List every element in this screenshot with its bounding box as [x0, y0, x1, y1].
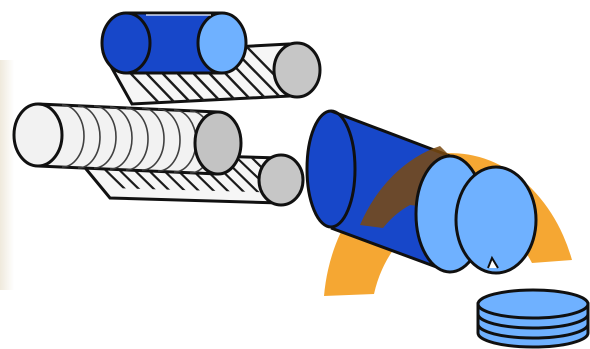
cut-roll	[305, 109, 538, 275]
lower-belt-pulley	[257, 153, 305, 207]
feed-roll-top	[100, 11, 248, 75]
disc-stack	[476, 288, 590, 349]
edge-shadow	[0, 60, 14, 290]
rolled-log	[12, 102, 243, 176]
arc-shadow-overlap	[360, 146, 450, 228]
cut-roll-front-face	[454, 165, 538, 275]
top-disc	[476, 288, 590, 320]
log-segment-lines	[61, 104, 213, 174]
feed-roll-face	[196, 11, 248, 75]
upper-belt-pulley	[272, 41, 322, 99]
log-end-face	[193, 110, 243, 176]
